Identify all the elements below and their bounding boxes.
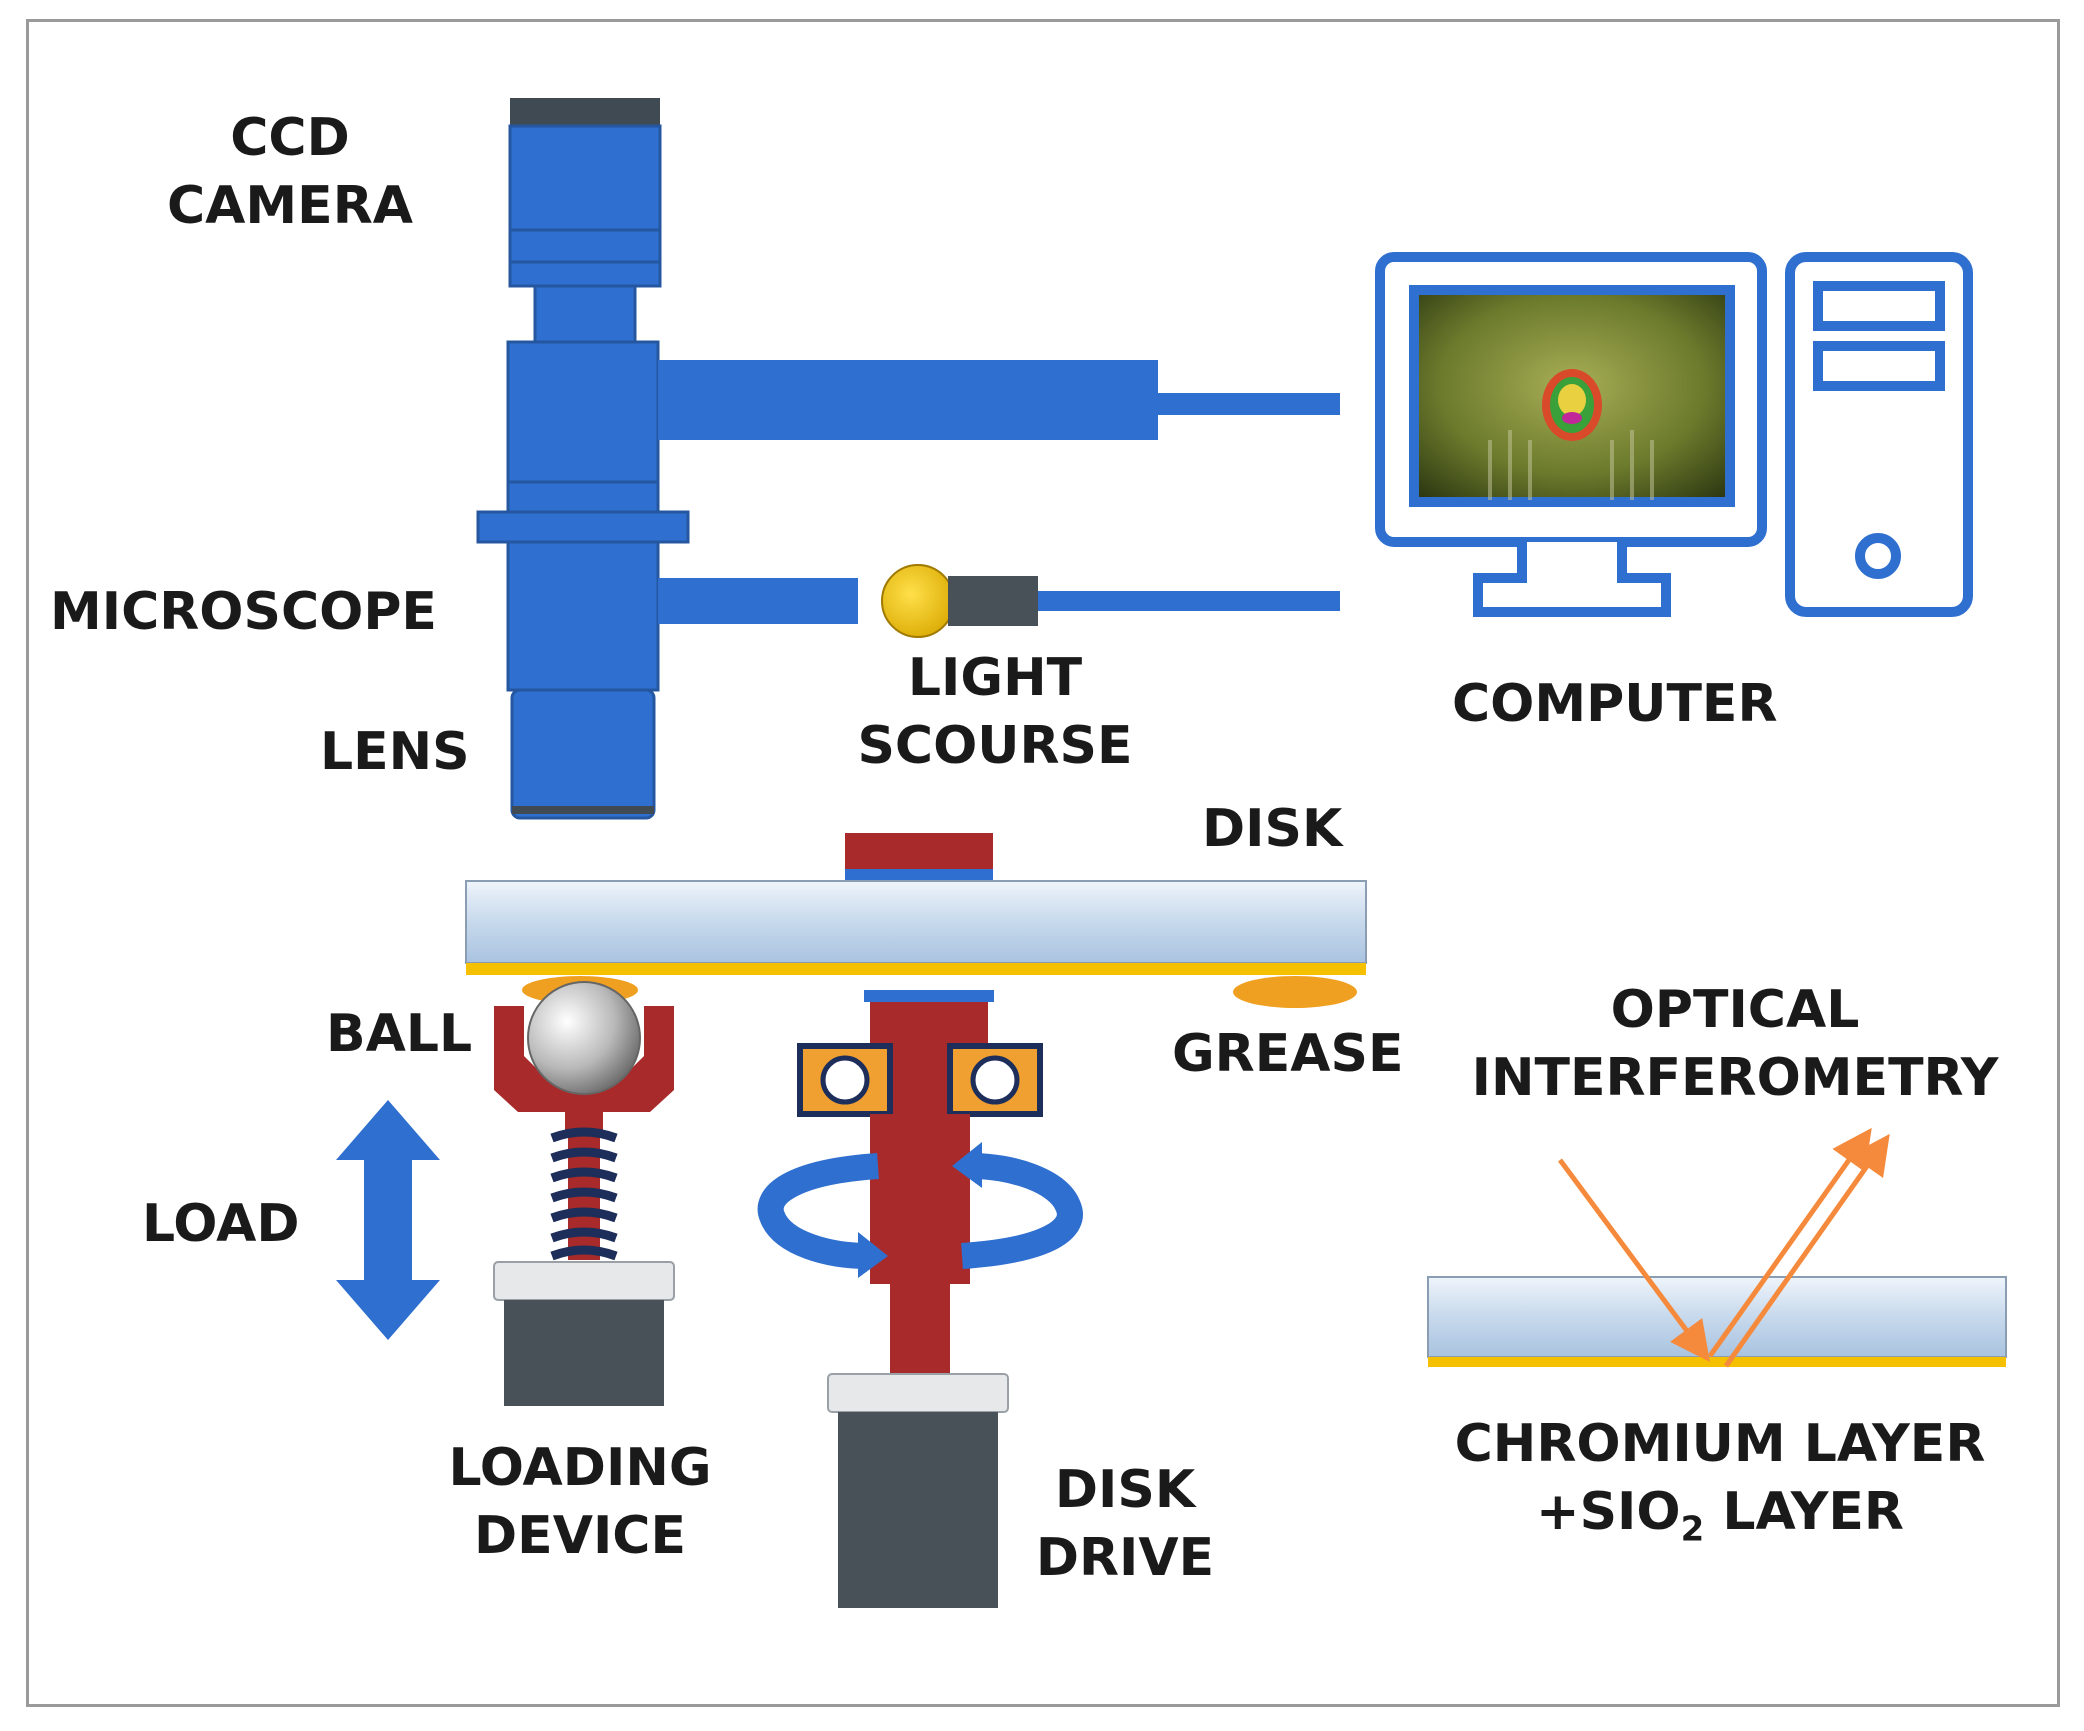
loading-device-base [504, 1300, 664, 1406]
microscope-flange [476, 510, 690, 544]
label-disk-drive-2: DRIVE [1035, 1528, 1215, 1588]
light-housing [948, 576, 1038, 626]
label-chromium-layer: CHROMIUM LAYER [1454, 1414, 1986, 1474]
label-loading: LOADING [448, 1438, 712, 1498]
ball-holder-cup [494, 1006, 674, 1112]
interferometry-inset [1427, 1127, 2007, 1368]
interference-image [1488, 369, 1654, 500]
label-sio2-prefix: +SIO [1536, 1482, 1681, 1542]
label-device: DEVICE [474, 1506, 686, 1566]
label-disk-drive: DISK DRIVE [1010, 1456, 1240, 1592]
label-camera: CAMERA [167, 176, 413, 236]
shaft-middle [870, 1114, 970, 1284]
label-light-source: LIGHT SCOURSE [845, 644, 1145, 780]
disk-drive-motor [838, 1412, 998, 1608]
label-lens: LENS [320, 722, 470, 782]
label-computer: COMPUTER [1452, 674, 1778, 734]
camera-body [508, 124, 662, 288]
shaft-band [864, 990, 994, 1002]
label-light: LIGHT [907, 648, 1083, 708]
label-sio2-layer: +SIO2 LAYER [1420, 1478, 2020, 1546]
hub-top-band [845, 869, 993, 881]
drive-bay-2 [1813, 341, 1945, 391]
label-interferometry: INTERFEROMETRY [1471, 1048, 1999, 1108]
ball [527, 981, 641, 1095]
label-grease: GREASE [1172, 1024, 1404, 1084]
light-cable [1038, 591, 1340, 611]
label-optical: OPTICAL [1610, 980, 1860, 1040]
label-sio2-suffix: LAYER [1704, 1482, 1904, 1542]
disk-drive-cap [827, 1373, 1009, 1413]
label-ball: BALL [326, 1004, 473, 1064]
chromium-coating [466, 963, 1366, 975]
loading-device-cap [493, 1261, 675, 1301]
label-ccd: CCD [230, 108, 350, 168]
computer [1375, 252, 1973, 617]
disk-drive [757, 990, 1083, 1608]
label-disk-drive-1: DISK [1054, 1460, 1196, 1520]
label-ccd-camera: CCD CAMERA [150, 104, 430, 240]
label-disk: DISK [1202, 799, 1343, 859]
label-chromium-sio2: CHROMIUM LAYER +SIO2 LAYER [1420, 1410, 2020, 1546]
lens [510, 688, 656, 820]
light-bulb [881, 564, 955, 638]
microscope [476, 284, 1340, 820]
light-source [881, 564, 1340, 638]
label-load: LOAD [142, 1194, 300, 1254]
drive-bay-1 [1813, 281, 1945, 331]
inset-chromium [1428, 1357, 2006, 1367]
grease-right [1233, 976, 1357, 1008]
reflected-ray-1 [1707, 1127, 1872, 1358]
reflected-ray-2 [1723, 1133, 1890, 1368]
label-microscope: MICROSCOPE [50, 582, 437, 642]
label-loading-device: LOADING DEVICE [420, 1434, 740, 1570]
microscope-neck [533, 284, 637, 344]
label-scourse: SCOURSE [857, 716, 1133, 776]
load-arrow [336, 1100, 440, 1340]
ball-holder [493, 981, 675, 1406]
monitor-stand [1473, 542, 1671, 617]
spring [550, 1127, 618, 1261]
lens-tip [512, 806, 654, 814]
camera-cable [1158, 393, 1340, 415]
label-sio2-subscript: 2 [1680, 1509, 1705, 1550]
microscope-body [506, 340, 660, 484]
disk [465, 880, 1367, 964]
bearing-right [947, 1043, 1043, 1117]
microscope-arm-camera [658, 360, 1158, 440]
microscope-arm-light [658, 578, 858, 624]
disk-assembly [465, 833, 1367, 975]
rotation-arrow [757, 1142, 1083, 1278]
power-button [1855, 533, 1901, 579]
label-optical-interferometry: OPTICAL INTERFEROMETRY [1450, 976, 2020, 1112]
camera-cap [510, 98, 660, 126]
bearing-left [797, 1043, 893, 1117]
ccd-camera [508, 98, 662, 288]
incident-ray [1557, 1158, 1710, 1363]
shaft-lower [890, 1284, 950, 1374]
